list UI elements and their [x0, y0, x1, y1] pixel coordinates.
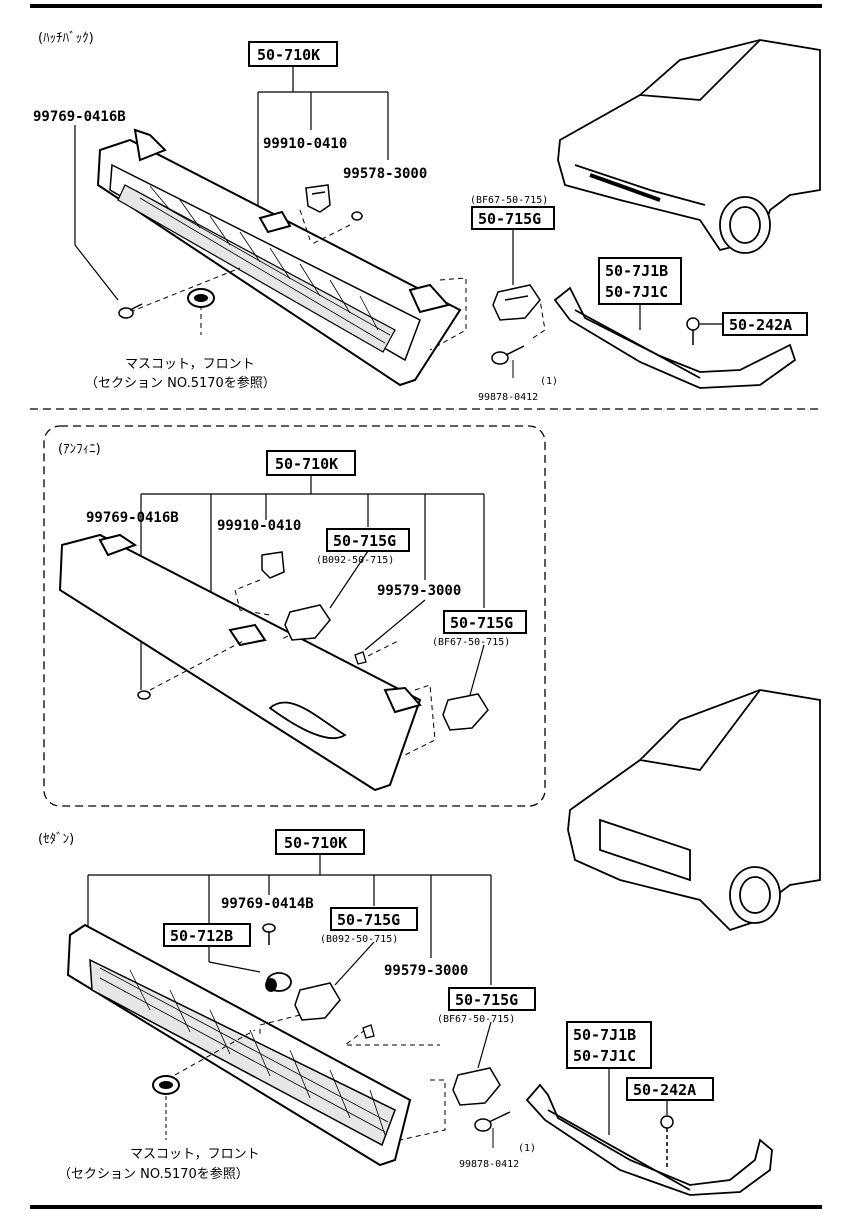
section-title: (ｾﾀﾞﾝ): [38, 832, 74, 847]
part-number-bracket-b: 50-715G: [455, 991, 518, 1009]
grille-icon: [66, 923, 412, 1167]
section-sedan: (ｾﾀﾞﾝ) 50-710K 99769-0414B 50-712B 50-71…: [38, 829, 773, 1196]
part-box: [266, 450, 356, 476]
part-number-clip: 99910-0410: [263, 136, 347, 152]
emblem-icon: [268, 701, 347, 740]
part-box: [330, 907, 418, 931]
clip-icon: [305, 184, 331, 213]
part-number-main: 50-710K: [275, 455, 338, 473]
bracket-ref: (BF67-50-715): [470, 195, 548, 206]
part-box: [163, 923, 251, 947]
section-infini: (ｱﾝﾌｨﾆ) 50-710K 99769-0416B 99910-0410 5…: [43, 425, 821, 932]
part-number-bracket-a: 50-715G: [337, 911, 400, 929]
lip-spoiler-icon: [525, 1083, 773, 1196]
part-number-washer: 99579-3000: [377, 583, 461, 599]
bracket-icon: [284, 604, 489, 731]
fastener-icon: [660, 1115, 674, 1170]
washer-icon: [362, 1024, 375, 1039]
section-title: (ｱﾝﾌｨﾆ): [58, 442, 101, 457]
part-number-lip-1: 50-7J1B: [573, 1026, 636, 1044]
screw-qty: (1): [540, 376, 558, 387]
part-number-fastener: 50-242A: [633, 1081, 696, 1099]
screw-qty: (1): [518, 1143, 536, 1154]
part-number-lip-2: 50-7J1C: [605, 283, 668, 301]
emblem-icon: [265, 972, 292, 992]
bracket-a-ref: (B092-50-715): [316, 555, 394, 566]
mascot-inner: [194, 294, 208, 302]
part-number-main: 50-710K: [257, 46, 320, 64]
part-number-fastener: 50-242A: [729, 316, 792, 334]
part-number-bolt: 99769-0416B: [33, 109, 126, 125]
lip-spoiler-icon: [553, 286, 797, 389]
part-box: [248, 41, 338, 67]
part-number-bracket-b: 50-715G: [450, 614, 513, 632]
leader-lines-2: [329, 550, 485, 696]
car-icon: [567, 689, 821, 932]
part-box: [626, 1077, 714, 1101]
part-box: [598, 257, 682, 305]
car-icon: [557, 39, 821, 254]
leader-lines-2: [334, 941, 492, 1069]
grille-mesh: [134, 185, 391, 344]
screw-icon: [118, 303, 143, 319]
bracket-b-ref: (BF67-50-715): [437, 1014, 515, 1025]
part-box: [443, 610, 527, 634]
part-number-screw: 99878-0412: [459, 1159, 519, 1170]
dashed-leaders: [174, 1014, 446, 1141]
mascot-inner: [159, 1081, 173, 1089]
section-title: (ﾊｯﾁﾊﾞｯｸ): [38, 31, 94, 46]
part-box: [566, 1021, 652, 1069]
part-number-washer: 99579-3000: [384, 963, 468, 979]
part-number-bracket: 50-715G: [478, 210, 541, 228]
clip-icon: [261, 551, 285, 579]
screw-icon: [262, 923, 276, 945]
screw-icon: [474, 1111, 511, 1132]
screw-icon: [491, 345, 525, 365]
part-number-bracket-a: 50-715G: [333, 532, 396, 550]
mascot-label: マスコット，フロント: [125, 357, 255, 372]
part-number-lip-1: 50-7J1B: [605, 262, 668, 280]
part-number-emblem: 50-712B: [170, 927, 233, 945]
bracket-icon: [492, 284, 541, 321]
part-number-clip: 99910-0410: [217, 518, 301, 534]
bracket-icon: [294, 982, 501, 1106]
section-hatchback: (ﾊｯﾁﾊﾞｯｸ) 50-710K 99769-0416B 99910-0410…: [33, 31, 821, 403]
bracket-b-ref: (BF67-50-715): [432, 637, 510, 648]
part-number-bolt: 99769-0416B: [86, 510, 179, 526]
part-number-main: 50-710K: [284, 834, 347, 852]
fastener-icon: [686, 317, 700, 345]
washer-icon: [354, 651, 367, 665]
grille-mesh: [99, 967, 389, 1136]
bracket-a-ref: (B092-50-715): [320, 934, 398, 945]
screw-icon: [137, 690, 151, 700]
part-number-bolt: 99769-0414B: [221, 896, 314, 912]
part-number-lip-2: 50-7J1C: [573, 1047, 636, 1065]
mascot-label: マスコット，フロント: [130, 1147, 260, 1162]
part-number-washer: 99578-3000: [343, 166, 427, 182]
mascot-ref: （セクション NO.5170を参照）: [58, 1166, 249, 1182]
washer-icon: [351, 211, 363, 221]
leader-lines: [74, 66, 389, 301]
mascot-ref: （セクション NO.5170を参照）: [85, 375, 276, 391]
part-number-screw: 99878-0412: [478, 392, 538, 403]
infini-frame: [43, 425, 546, 807]
part-box: [448, 987, 536, 1011]
